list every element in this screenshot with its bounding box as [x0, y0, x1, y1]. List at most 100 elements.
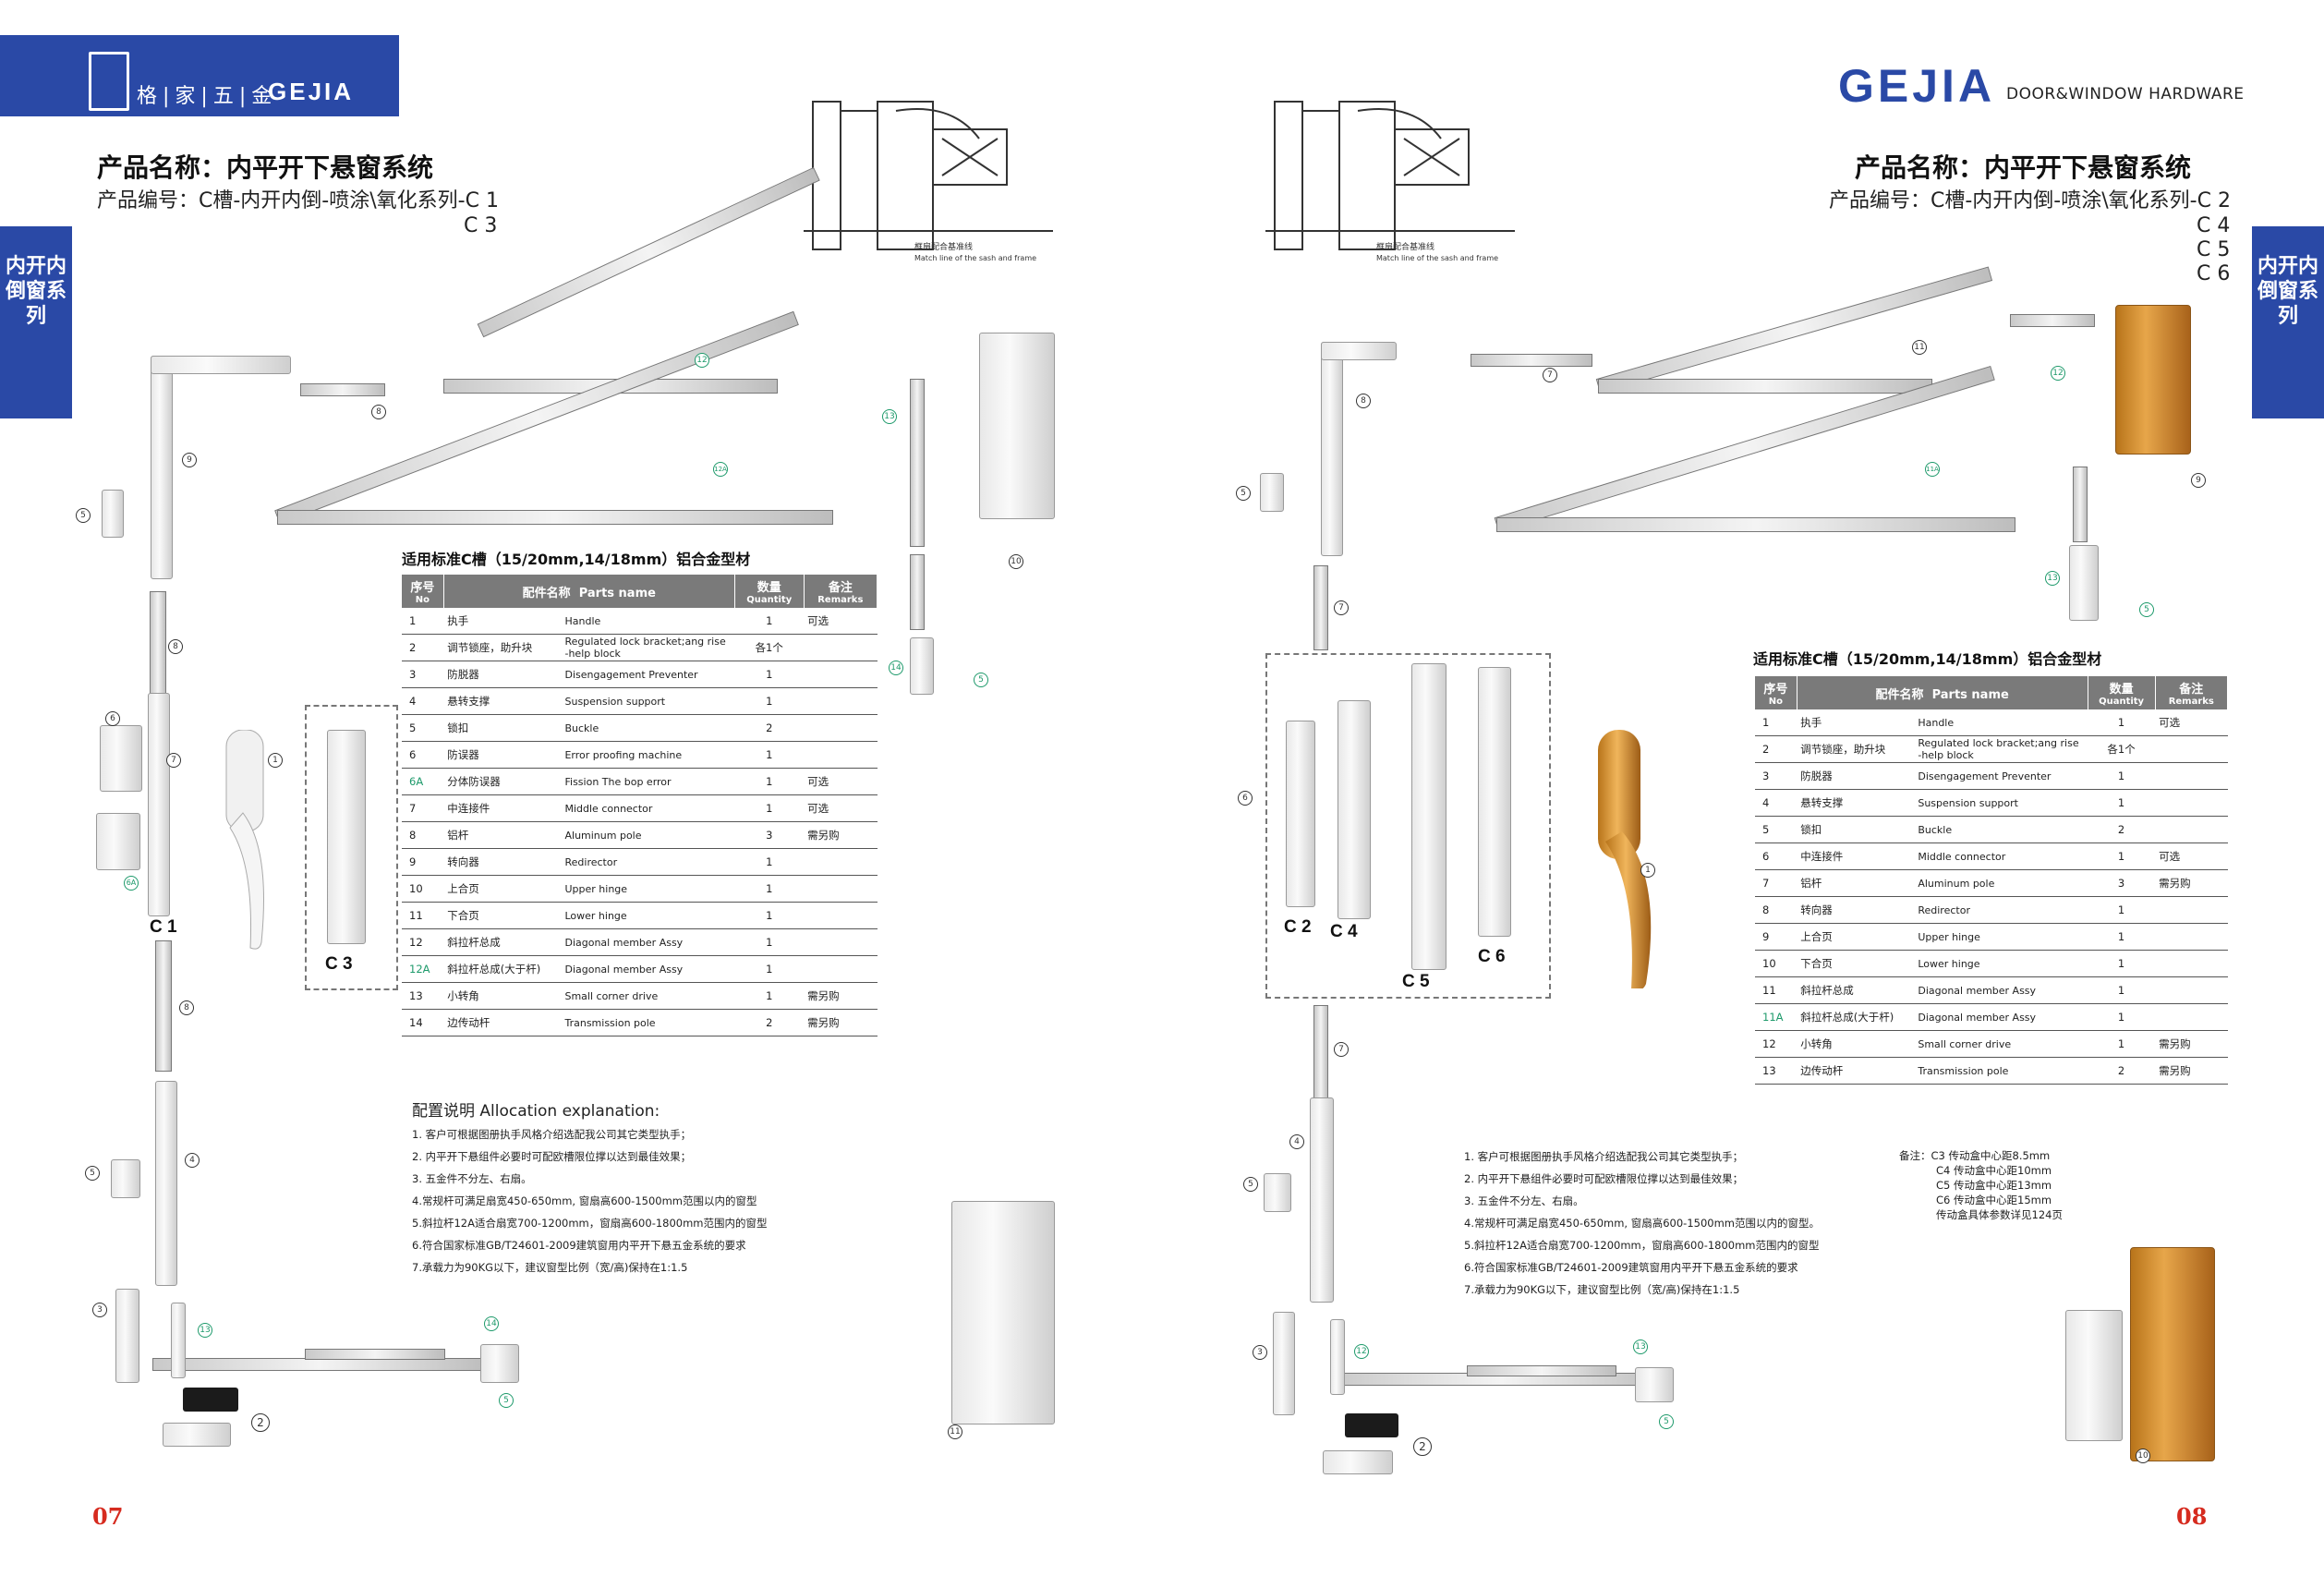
- cell-cn: 小转角: [1797, 1030, 1915, 1058]
- cell-en: Regulated lock bracket;ang rise -help bl…: [561, 634, 735, 661]
- suspension-support-4: [155, 1081, 177, 1286]
- cell-qty: 1: [734, 768, 805, 795]
- list-item: 备注：C3 传动盒中心距8.5mm: [1899, 1149, 2051, 1162]
- cell-qty: 3: [734, 821, 805, 849]
- callout-8a: 8: [371, 405, 386, 419]
- left-brand-en: GEJIA: [268, 78, 355, 105]
- right-brand-sub: DOOR&WINDOW HARDWARE: [2006, 85, 2245, 103]
- left-alloc-list: 1. 客户可根据图册执手风格介绍选配我公司其它类型执手；2. 内平开下悬组件必要…: [412, 1123, 768, 1279]
- cell-qty: 1: [734, 928, 805, 956]
- cell-qty: 1: [2088, 1003, 2156, 1031]
- cell-remark: [804, 848, 878, 876]
- cell-cn: 边传动杆: [1797, 1057, 1915, 1085]
- left-c3-dashed-box: [305, 705, 398, 990]
- list-item: 4.常规杆可满足扇宽450-650mm, 窗扇高600-1500mm范围以内的窗…: [412, 1194, 757, 1207]
- cell-en: Regulated lock bracket;ang rise -help bl…: [1914, 735, 2088, 763]
- cell-remark: 需另购: [804, 821, 878, 849]
- right-product-title: 产品名称：内平开下悬窗系统: [1855, 152, 2192, 183]
- right-drawing-caption-cn: 框扇配合基准线: [1376, 241, 1434, 252]
- gearbox-c3: [327, 730, 366, 944]
- disengagement-3: [115, 1289, 139, 1383]
- small-corner-13-right-piece: [2069, 545, 2099, 621]
- cell-no: 11A: [1755, 1003, 1797, 1031]
- cell-en: Upper hinge: [1914, 923, 2088, 951]
- cell-remark: 可选: [804, 794, 878, 822]
- cell-qty: 1: [2088, 789, 2156, 817]
- redirector-9-vertical: [151, 356, 173, 579]
- diagonal-stay-11: [1595, 266, 1993, 394]
- cell-qty: 2: [2088, 816, 2156, 843]
- list-item: 传动盒具体参数详见124页: [1936, 1208, 2063, 1221]
- cell-en: Middle connector: [1914, 842, 2088, 870]
- cell-cn: 调节锁座，助升块: [443, 634, 562, 661]
- cell-remark: [804, 902, 878, 929]
- cell-qty: 1: [734, 741, 805, 769]
- cell-remark: [2155, 950, 2228, 977]
- callout-r10: 10: [2136, 1449, 2150, 1463]
- buckle-5-bottom: [480, 1344, 519, 1383]
- small-corner-13-right: [910, 379, 925, 547]
- cell-no: 4: [402, 687, 444, 715]
- cell-en: Suspension support: [1914, 789, 2088, 817]
- cell-cn: 下合页: [1797, 950, 1915, 977]
- right-profile-drawing: 框扇配合基准线 Match line of the sash and frame: [1265, 101, 1515, 262]
- cell-cn: 铝杆: [443, 821, 562, 849]
- buckle-5-mid: [111, 1159, 140, 1198]
- cell-en: Disengagement Preventer: [1914, 762, 2088, 790]
- cell-qty: 1: [734, 902, 805, 929]
- left-drawing-caption-cn: 框扇配合基准线: [914, 241, 973, 252]
- callout-r5c: 5: [1659, 1414, 1674, 1429]
- right-code-c6: C 6: [2197, 262, 2231, 285]
- cell-no: 12A: [402, 955, 444, 983]
- right-gearbox-dashed-box: [1265, 653, 1551, 999]
- callout-5a: 5: [76, 508, 91, 523]
- cell-remark: [804, 875, 878, 903]
- gearbox-c5: [1411, 663, 1446, 970]
- cell-en: Handle: [1914, 709, 2088, 736]
- callout-6: 6: [105, 711, 120, 726]
- cell-remark: 需另购: [804, 982, 878, 1010]
- cell-qty: 1: [734, 794, 805, 822]
- callout-r7b: 7: [1334, 600, 1349, 615]
- cell-en: Upper hinge: [561, 875, 735, 903]
- cell-no: 5: [402, 714, 444, 742]
- gejia-logo-icon: [89, 52, 129, 111]
- cell-cn: 转向器: [443, 848, 562, 876]
- cell-qty: 1: [734, 875, 805, 903]
- col-name-r: 配件名称 Parts name: [1797, 676, 2088, 709]
- cell-qty: 1: [734, 982, 805, 1010]
- error-proof-6: [100, 725, 142, 792]
- cell-remark: [804, 928, 878, 956]
- cell-en: Diagonal member Assy: [1914, 1003, 2088, 1031]
- cell-cn: 小转角: [443, 982, 562, 1010]
- cell-qty: 1: [2088, 1030, 2156, 1058]
- redirector-8-vertical: [1321, 342, 1343, 556]
- cell-no: 4: [1755, 789, 1797, 817]
- left-page-number: 07: [92, 1503, 124, 1530]
- cell-cn: 锁扣: [443, 714, 562, 742]
- cell-en: Small corner drive: [561, 982, 735, 1010]
- callout-r6: 6: [1238, 791, 1253, 806]
- callout-r13b: 13: [1633, 1339, 1648, 1354]
- transmission-pole-14b: [305, 1349, 445, 1360]
- right-side-tab: 内开内倒窗系列: [2252, 226, 2324, 418]
- diagonal-stay-12a: [274, 310, 799, 525]
- callout-r5d: 5: [2139, 602, 2154, 617]
- list-item: 2. 内平开下悬组件必要时可配欧槽限位撑以达到最佳效果；: [412, 1150, 692, 1163]
- cell-remark: 可选: [804, 608, 878, 635]
